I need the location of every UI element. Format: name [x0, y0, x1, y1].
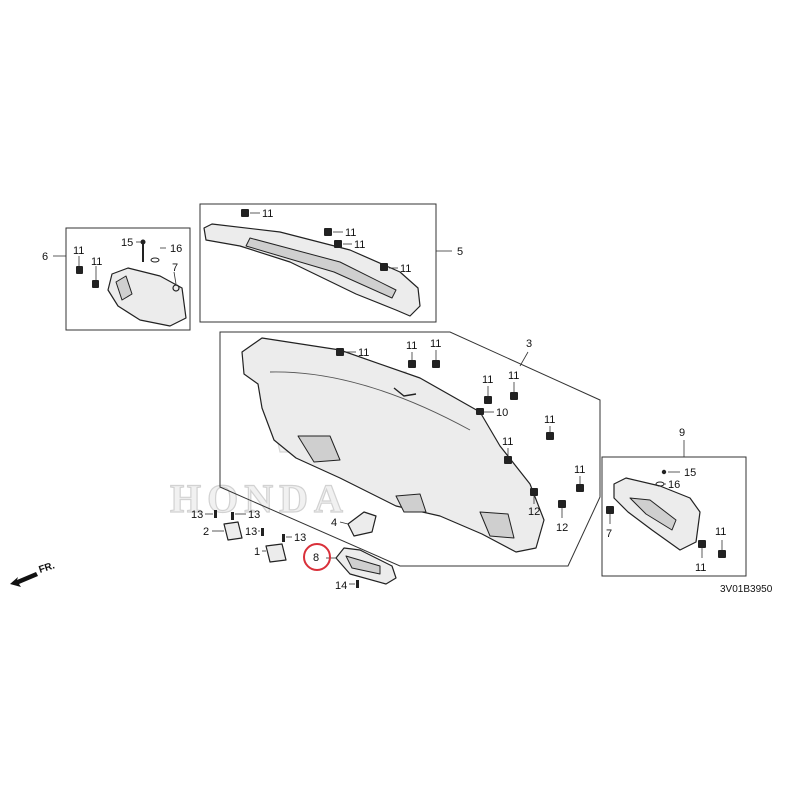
clip-icon [92, 280, 99, 288]
group-9 [601, 440, 747, 577]
callout-10: 10 [496, 407, 508, 419]
tailgate-lining-panel [241, 337, 545, 553]
screw-icon [661, 469, 667, 475]
washer-icon [150, 257, 160, 263]
clip-icon [334, 240, 342, 248]
lower-small-parts [205, 510, 397, 588]
callout-11: 11 [430, 338, 441, 350]
clip-icon [576, 484, 584, 492]
group-5-frame [199, 203, 437, 323]
callout-11: 11 [715, 526, 726, 538]
callout-8-highlighted[interactable]: 8 [313, 552, 319, 564]
callout-11: 11 [345, 227, 356, 239]
clip-icon [324, 228, 332, 236]
callout-14: 14 [335, 580, 347, 592]
group-3-frame [219, 331, 601, 567]
highlight-circle [303, 543, 331, 571]
callout-11: 11 [502, 436, 513, 448]
callout-11: 11 [482, 374, 493, 386]
callout-12: 12 [556, 522, 568, 534]
clip-icon [484, 396, 492, 404]
callout-13: 13 [248, 509, 260, 521]
clip-icon [504, 456, 512, 464]
clip-icon [718, 550, 726, 558]
group-3 [219, 331, 601, 567]
front-direction-indicator: FR. [10, 560, 56, 587]
screw-icon [214, 510, 217, 518]
clip-icon [558, 500, 566, 508]
left-upper-side-trim [107, 267, 187, 327]
clip-icon [476, 408, 484, 415]
screw-icon [231, 512, 234, 520]
screw-icon [261, 528, 264, 536]
callout-11: 11 [508, 370, 519, 382]
switch-2 [223, 521, 243, 541]
clip-icon [76, 266, 83, 274]
callout-5: 5 [457, 246, 463, 258]
clip-icon [432, 360, 440, 368]
callout-13: 13 [191, 509, 203, 521]
fastener-icon [172, 284, 180, 292]
callout-6: 6 [42, 251, 48, 263]
clip-icon [530, 488, 538, 496]
callout-15: 15 [684, 467, 696, 479]
callout-7: 7 [172, 262, 178, 274]
watermark-text: HONDA [170, 476, 349, 521]
group-9-frame [601, 456, 747, 577]
front-arrow-icon [10, 572, 38, 587]
callout-11: 11 [73, 245, 84, 257]
callout-7: 7 [606, 528, 612, 540]
clip-icon [546, 432, 554, 440]
clip-icon [336, 348, 344, 356]
callout-2: 2 [203, 526, 209, 538]
callout-11: 11 [544, 414, 555, 426]
group-6 [53, 227, 191, 331]
callout-15: 15 [121, 237, 133, 249]
screw-icon [282, 534, 285, 542]
callout-11: 11 [262, 208, 273, 220]
callout-11: 11 [91, 256, 102, 268]
callout-11: 11 [358, 347, 369, 359]
callout-9: 9 [679, 427, 685, 439]
part-4 [339, 511, 377, 537]
callout-13: 13 [245, 526, 257, 538]
screw-icon [356, 580, 359, 588]
callout-3: 3 [526, 338, 532, 350]
callout-11: 11 [406, 340, 417, 352]
group-5 [199, 203, 452, 323]
cover-cap [347, 511, 377, 537]
callout-16: 16 [668, 479, 680, 491]
callout-11: 11 [400, 263, 411, 275]
callout-11: 11 [574, 464, 585, 476]
diagram-code: 3V01B3950 [720, 584, 773, 595]
clip-icon [380, 263, 388, 271]
callout-4: 4 [331, 517, 337, 529]
group-6-frame [65, 227, 191, 331]
callout-16: 16 [170, 243, 182, 255]
callout-11: 11 [354, 239, 365, 251]
clip-icon [408, 360, 416, 368]
clip-icon [510, 392, 518, 400]
screw-icon [140, 239, 146, 245]
callout-13: 13 [294, 532, 306, 544]
clip-icon [606, 506, 614, 514]
clip-icon [698, 540, 706, 548]
direction-label: FR. [38, 560, 57, 576]
callout-1: 1 [254, 546, 260, 558]
callout-12: 12 [528, 506, 540, 518]
switch-1 [265, 543, 287, 563]
clip-icon [241, 209, 249, 217]
callout-11: 11 [695, 562, 706, 574]
